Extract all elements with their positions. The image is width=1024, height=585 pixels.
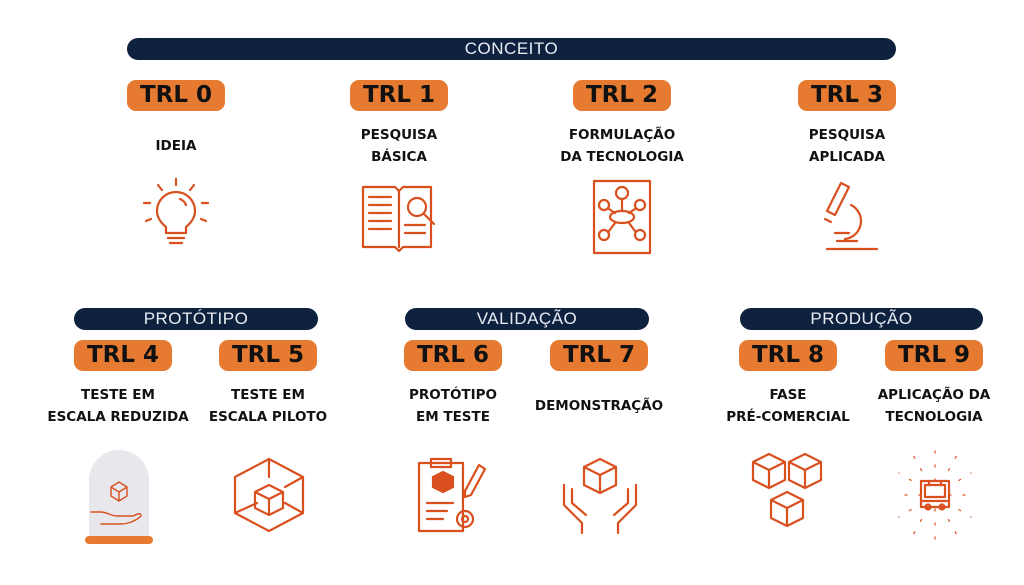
trl-6-label: PROTÓTIPO EM TESTE: [363, 384, 543, 428]
label-line: EM TESTE: [416, 409, 490, 425]
cart-arrows-icon: [894, 445, 976, 545]
trl-4-label: TESTE EM ESCALA REDUZIDA: [28, 384, 208, 428]
lightbulb-icon: [136, 175, 216, 255]
trl-7-badge: TRL 7: [550, 340, 648, 371]
trl-9-badge: TRL 9: [885, 340, 983, 371]
trl-9-label: APLICAÇÃO DA TECNOLOGIA: [844, 384, 1024, 428]
trl-2-label: FORMULAÇÃO DA TECNOLOGIA: [532, 124, 712, 168]
trl-5-badge: TRL 5: [219, 340, 317, 371]
hands-box-icon: [560, 455, 640, 535]
label-line: APLICAÇÃO DA: [877, 387, 991, 403]
label-line: FORMULAÇÃO: [568, 127, 676, 143]
trl-8-label: FASE PRÉ-COMERCIAL: [698, 384, 878, 428]
label-line: FASE: [769, 387, 807, 403]
trl-3-badge: TRL 3: [798, 80, 896, 111]
label-line: IDEIA: [155, 138, 197, 154]
trl-7-label: DEMONSTRAÇÃO: [509, 395, 689, 417]
trl-8-badge: TRL 8: [739, 340, 837, 371]
boxes-icon: [749, 450, 829, 540]
trl-2-badge: TRL 2: [573, 80, 671, 111]
trl-4-badge: TRL 4: [74, 340, 172, 371]
trl-0-badge: TRL 0: [127, 80, 225, 111]
label-line: PESQUISA: [360, 127, 438, 143]
label-line: TESTE EM: [231, 387, 305, 403]
trl-6-badge: TRL 6: [404, 340, 502, 371]
microscope-icon: [807, 175, 887, 255]
group-bar-validacao: VALIDAÇÃO: [405, 308, 649, 330]
label-line: ESCALA REDUZIDA: [47, 409, 189, 425]
trl-0-label: IDEIA: [86, 135, 266, 157]
clipboard-gear-icon: [413, 455, 493, 535]
label-line: TESTE EM: [81, 387, 155, 403]
label-line: TECNOLOGIA: [885, 409, 983, 425]
trl-3-label: PESQUISA APLICADA: [757, 124, 937, 168]
group-bar-prototipo: PROTÓTIPO: [74, 308, 318, 330]
label-line: DEMONSTRAÇÃO: [534, 398, 664, 414]
group-bar-conceito: CONCEITO: [127, 38, 896, 60]
label-line: DA TECNOLOGIA: [560, 149, 684, 165]
glass-dome-hand-icon: [79, 450, 159, 550]
label-line: PRÉ-COMERCIAL: [726, 409, 850, 425]
label-line: PROTÓTIPO: [408, 387, 498, 403]
diagram-document-icon: [582, 175, 662, 255]
trl-1-label: PESQUISA BÁSICA: [309, 124, 489, 168]
label-line: PESQUISA: [808, 127, 886, 143]
label-line: ESCALA PILOTO: [208, 409, 328, 425]
label-line: BÁSICA: [371, 149, 427, 165]
cube-in-room-icon: [229, 455, 309, 535]
trl-5-label: TESTE EM ESCALA PILOTO: [178, 384, 358, 428]
label-line: APLICADA: [809, 149, 885, 165]
book-magnifier-icon: [359, 175, 439, 255]
trl-1-badge: TRL 1: [350, 80, 448, 111]
group-bar-producao: PRODUÇÃO: [740, 308, 983, 330]
